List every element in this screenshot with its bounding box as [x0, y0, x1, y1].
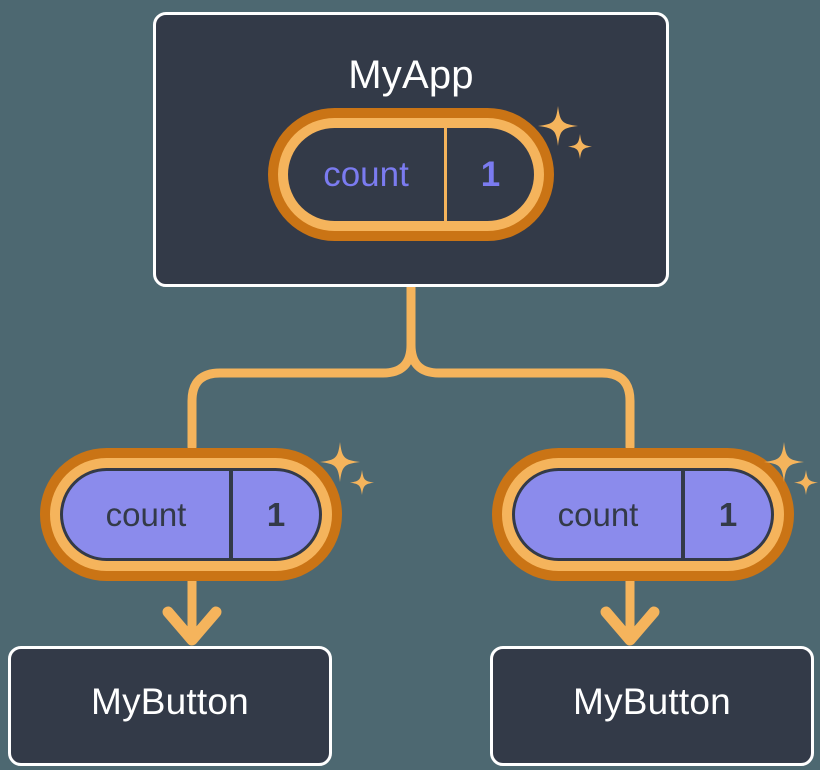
- card-title-myapp: MyApp: [348, 53, 474, 97]
- state-pill-inner-ring: count 1: [50, 458, 332, 571]
- state-pill-inner-ring: count 1: [278, 118, 544, 231]
- state-value-label: 1: [229, 471, 319, 558]
- state-pill-body: count 1: [60, 468, 322, 561]
- state-key-label: count: [105, 495, 187, 533]
- arrow-left-head: [162, 606, 222, 646]
- arrow-right-head: [600, 606, 660, 646]
- state-pill-child-right[interactable]: count 1: [492, 448, 794, 581]
- state-pill-child-left[interactable]: count 1: [40, 448, 342, 581]
- sparkle-small-star: [350, 470, 374, 495]
- state-value-label: 1: [681, 471, 771, 558]
- state-key-label: count: [323, 154, 409, 194]
- connector-root-to-right-child: [406, 282, 635, 452]
- connector-root-to-left-child: [187, 282, 416, 452]
- card-title-mybutton: MyButton: [91, 681, 249, 722]
- state-pill-body: count 1: [288, 128, 534, 221]
- sparkle-small-star: [794, 470, 818, 495]
- state-pill-inner-ring: count 1: [502, 458, 784, 571]
- component-card-mybutton-left[interactable]: MyButton: [8, 646, 332, 766]
- state-pill-myapp[interactable]: count 1: [268, 108, 554, 241]
- component-card-mybutton-right[interactable]: MyButton: [490, 646, 814, 766]
- state-pill-body: count 1: [512, 468, 774, 561]
- state-value-label: 1: [444, 128, 534, 221]
- card-title-mybutton: MyButton: [573, 681, 731, 722]
- state-key-label: count: [557, 495, 639, 533]
